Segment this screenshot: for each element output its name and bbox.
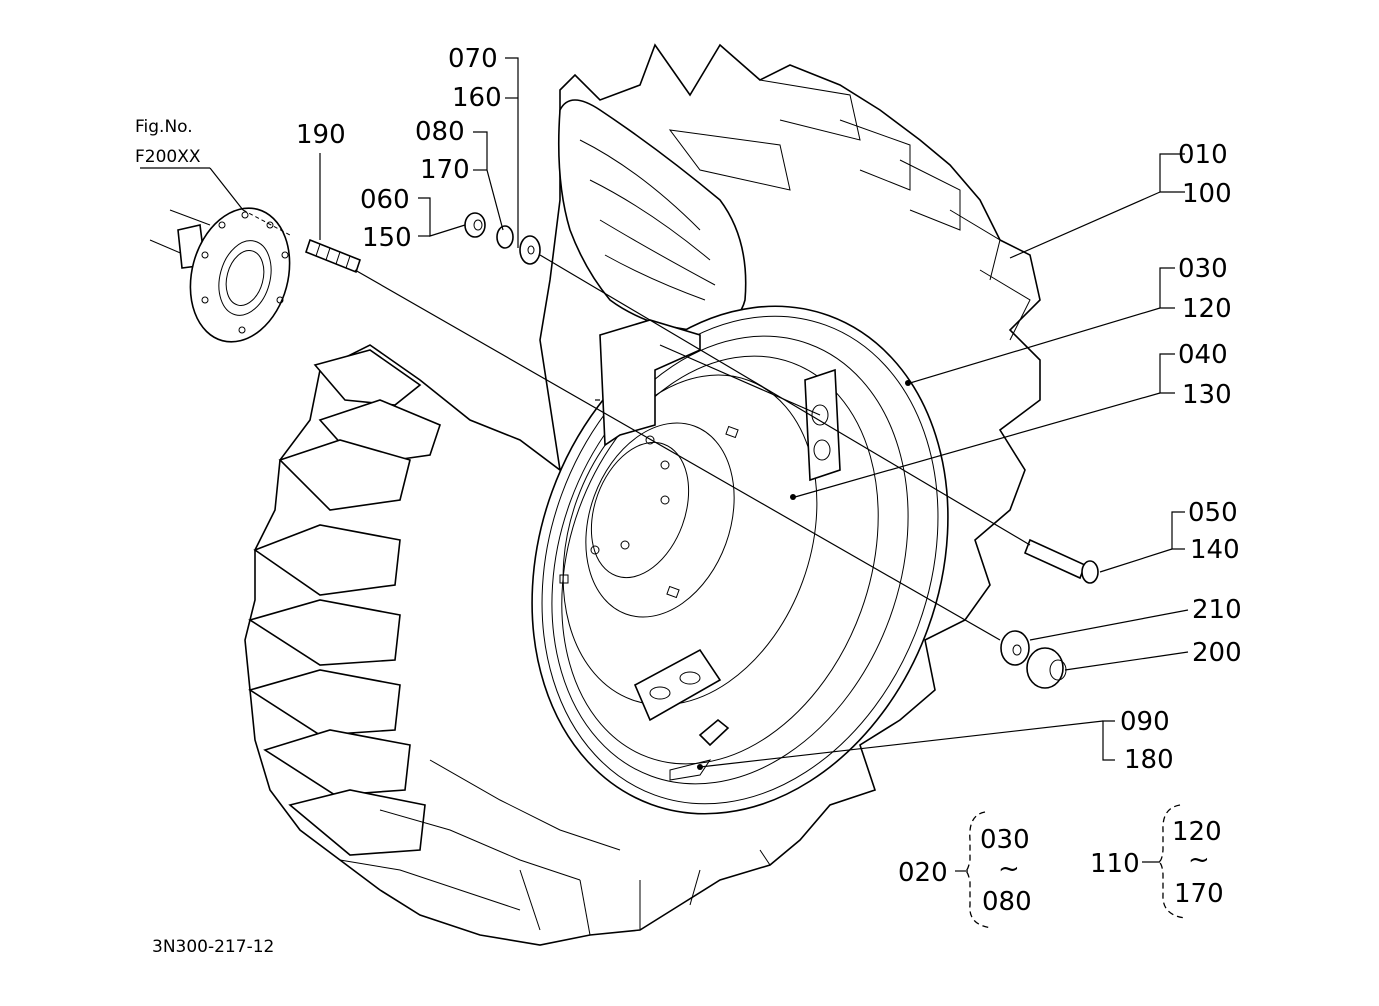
fig-no-block: Fig.No. F200XX — [135, 117, 201, 167]
callout-050: 050 — [1188, 498, 1238, 528]
callout-180: 180 — [1124, 745, 1174, 775]
washer-210 — [1000, 630, 1030, 666]
fig-no-label: Fig.No. — [135, 117, 193, 137]
callout-200: 200 — [1192, 638, 1242, 668]
callout-170: 170 — [420, 155, 470, 185]
bolt-050 — [1023, 538, 1099, 584]
group-110-id: 110 — [1090, 849, 1140, 879]
callout-080: 080 — [415, 117, 465, 147]
fig-no-value: F200XX — [135, 147, 201, 167]
washer-070 — [519, 235, 541, 265]
group-110-from: 120 — [1172, 817, 1222, 847]
stud-bolt — [305, 238, 361, 274]
group-020-id: 020 — [898, 858, 948, 888]
callout-040: 040 — [1178, 340, 1228, 370]
callout-160: 160 — [452, 83, 502, 113]
wheel-rim — [531, 305, 949, 815]
nut-060 — [464, 212, 486, 238]
group-020-range: ~ — [998, 854, 1020, 884]
group-020-to: 080 — [982, 887, 1032, 917]
callout-130: 130 — [1182, 380, 1232, 410]
callout-070: 070 — [448, 44, 498, 74]
callout-190: 190 — [296, 120, 346, 150]
callout-150: 150 — [362, 223, 412, 253]
callout-030: 030 — [1178, 254, 1228, 284]
callout-100: 100 — [1182, 179, 1232, 209]
callout-140: 140 — [1190, 535, 1240, 565]
callout-010: 010 — [1178, 140, 1228, 170]
group-020-from: 030 — [980, 825, 1030, 855]
group-110-range: ~ — [1188, 845, 1210, 875]
group-110-to: 170 — [1174, 879, 1224, 909]
callout-210: 210 — [1192, 595, 1242, 625]
callout-120: 120 — [1182, 294, 1232, 324]
drawing-number: 3N300-217-12 — [152, 937, 274, 957]
callout-060: 060 — [360, 185, 410, 215]
axle-hub-flange — [149, 207, 291, 343]
group-brackets — [955, 804, 1186, 929]
callout-090: 090 — [1120, 707, 1170, 737]
leader-lines — [140, 57, 1189, 770]
spring-washer-080 — [496, 225, 514, 249]
nut-200 — [1026, 647, 1067, 689]
